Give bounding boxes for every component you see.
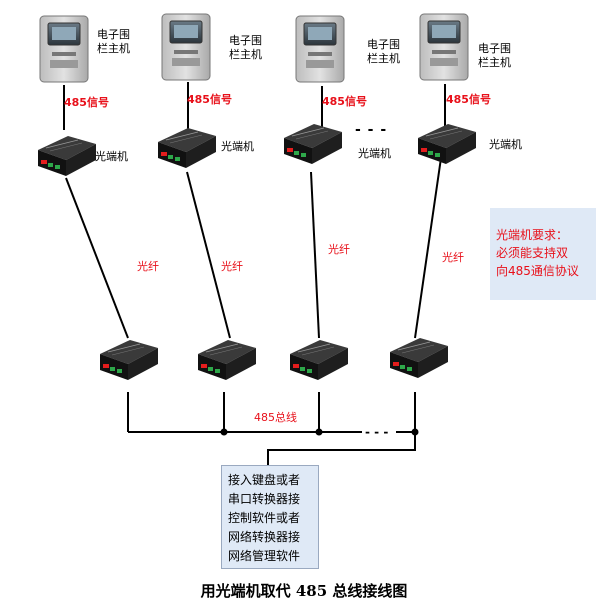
diagram-caption: 用光端机取代 485 总线接线图 [200,582,408,600]
signal-label-1: 485信号 [64,96,109,109]
junction-dot [315,428,323,436]
converter-bottom-2 [197,339,257,381]
bus-junctions [220,428,419,436]
converter-label-4: 光端机 [489,138,522,151]
host-unit-2 [161,13,211,81]
fiber-label-2: 光纤 [221,260,243,273]
converter-bottom-4 [389,337,449,379]
fiber-line-3 [310,171,320,339]
fiber-label-1: 光纤 [137,260,159,273]
converter-label-3: 光端机 [358,147,391,160]
converter-top-1 [37,135,97,177]
software-line: 控制软件或者 [228,511,301,525]
software-line: 网络转换器接 [228,530,301,544]
connection-lines [63,82,446,466]
software-line: 网络管理软件 [228,549,301,563]
host-unit-1 [39,15,89,83]
requirement-line: 光端机要求： [496,228,569,242]
requirement-line: 必须能支持双 [496,246,569,260]
host-label-1: 电子围栏主机 [97,28,130,55]
requirement-note: 光端机要求： 必须能支持双 向485通信协议 [490,208,596,300]
converter-bottom-3 [289,339,349,381]
host-label-3: 电子围栏主机 [367,38,400,65]
fiber-line-2 [186,171,231,339]
junction-dot [411,428,419,436]
fiber-line-1 [65,177,129,339]
junction-dot [220,428,228,436]
converter-label-1: 光端机 [95,150,128,163]
control-software-box: 接入键盘或者 串口转换器接 控制软件或者 网络转换器接 网络管理软件 [221,465,319,569]
host-unit-3 [295,15,345,83]
host-label-2: 电子围栏主机 [229,34,262,61]
software-line: 串口转换器接 [228,492,301,506]
signal-label-3: 485信号 [322,95,367,108]
fiber-label-4: 光纤 [442,251,464,264]
fiber-line-4 [414,157,442,339]
converter-bottom-1 [99,339,159,381]
requirement-line: 向485通信协议 [496,264,579,278]
fiber-label-3: 光纤 [328,243,350,256]
bus-label: 485总线 [254,411,297,424]
signal-label-4: 485信号 [446,93,491,106]
converter-top-2 [157,127,217,169]
bus-to-box [267,432,416,466]
converter-top-3 [283,123,343,165]
host-unit-4 [419,13,469,81]
converter-top-4 [417,123,477,165]
software-line: 接入键盘或者 [228,473,301,487]
signal-label-2: 485信号 [187,93,232,106]
host-label-4: 电子围栏主机 [478,42,511,69]
converter-ellipsis: - - - [355,122,388,138]
converter-label-2: 光端机 [221,140,254,153]
bus-ellipsis: - - - [365,425,388,439]
